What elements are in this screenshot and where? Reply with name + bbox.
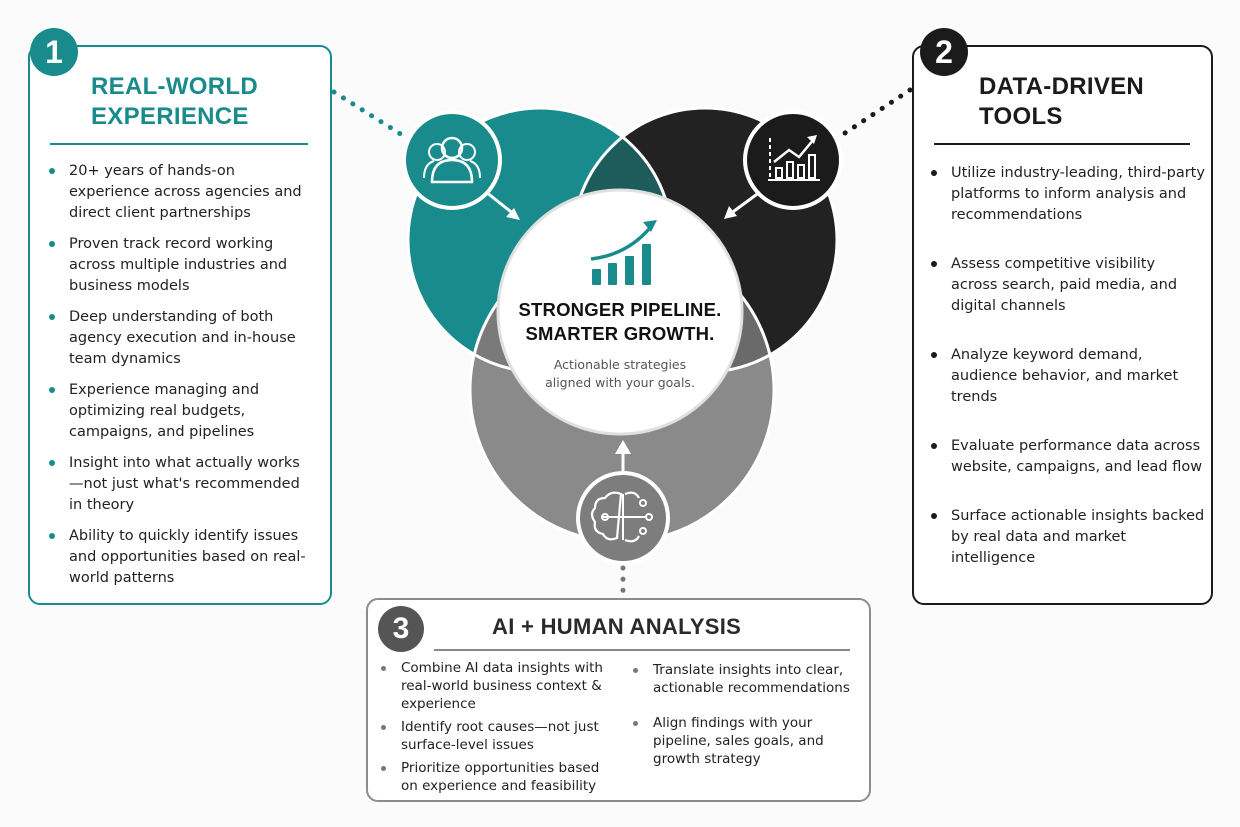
list-item: Experience managing and optimizing real … [49, 380, 309, 443]
card3-title: AI + HUMAN ANALYSIS [492, 614, 742, 639]
card-real-world-experience [28, 45, 332, 605]
analytics-chart-icon [724, 110, 843, 219]
step-badge-1: 1 [30, 28, 78, 76]
connector-dots-1 [331, 89, 413, 143]
step-badge-2: 2 [920, 28, 968, 76]
card3-list-right: Translate insights into clear, actionabl… [633, 661, 868, 785]
card2-divider [934, 143, 1190, 145]
center-subtext-line1: Actionable strategies [553, 357, 687, 372]
list-item: 20+ years of hands-on experience across … [49, 161, 309, 224]
card-ai-human-analysis [366, 598, 871, 802]
list-item: Evaluate performance data across website… [931, 436, 1206, 478]
card2-title-line1: DATA-DRIVEN [979, 73, 1145, 100]
center-subtext: Actionable strategies aligned with your … [500, 356, 740, 392]
card1-title-line1: REAL-WORLD [91, 73, 258, 100]
card2-list: Utilize industry-leading, third-party pl… [931, 163, 1206, 597]
list-item: Align findings with your pipeline, sales… [633, 714, 868, 768]
list-item: Deep understanding of both agency execut… [49, 307, 309, 370]
list-item: Assess competitive visibility across sea… [931, 254, 1206, 317]
brain-circuit-icon [576, 440, 670, 565]
card2-title-line2: TOOLS [979, 103, 1063, 130]
card3-divider [434, 649, 850, 651]
center-message: STRONGER PIPELINE. SMARTER GROWTH. Actio… [500, 298, 740, 392]
center-headline: STRONGER PIPELINE. SMARTER GROWTH. [500, 298, 740, 346]
card1-divider [50, 143, 308, 145]
list-item: Prioritize opportunities based on experi… [381, 759, 616, 795]
list-item: Surface actionable insights backed by re… [931, 506, 1206, 569]
list-item: Identify root causes—not just surface-le… [381, 718, 616, 754]
growth-bar-chart-icon [590, 220, 657, 285]
list-item: Combine AI data insights with real-world… [381, 659, 616, 713]
list-item: Proven track record working across multi… [49, 234, 309, 297]
card2-title: DATA-DRIVEN TOOLS [979, 72, 1144, 132]
center-subtext-line2: aligned with your goals. [545, 375, 695, 390]
center-headline-line1: STRONGER PIPELINE. [518, 299, 722, 320]
card1-list: 20+ years of hands-on experience across … [49, 161, 309, 599]
list-item: Utilize industry-leading, third-party pl… [931, 163, 1206, 226]
list-item: Translate insights into clear, actionabl… [633, 661, 868, 697]
center-circle [496, 188, 744, 436]
center-headline-line2: SMARTER GROWTH. [525, 323, 715, 344]
card3-list-left: Combine AI data insights with real-world… [381, 659, 616, 800]
list-item: Insight into what actually works—not jus… [49, 453, 309, 516]
list-item: Analyze keyword demand, audience behavio… [931, 345, 1206, 408]
card-data-driven-tools [912, 45, 1213, 605]
card1-title: REAL-WORLD EXPERIENCE [91, 72, 258, 132]
card1-title-line2: EXPERIENCE [91, 103, 249, 130]
list-item: Ability to quickly identify issues and o… [49, 526, 309, 589]
step-badge-3: 3 [378, 606, 424, 652]
connector-dots-2 [839, 87, 913, 138]
users-icon [402, 110, 520, 220]
